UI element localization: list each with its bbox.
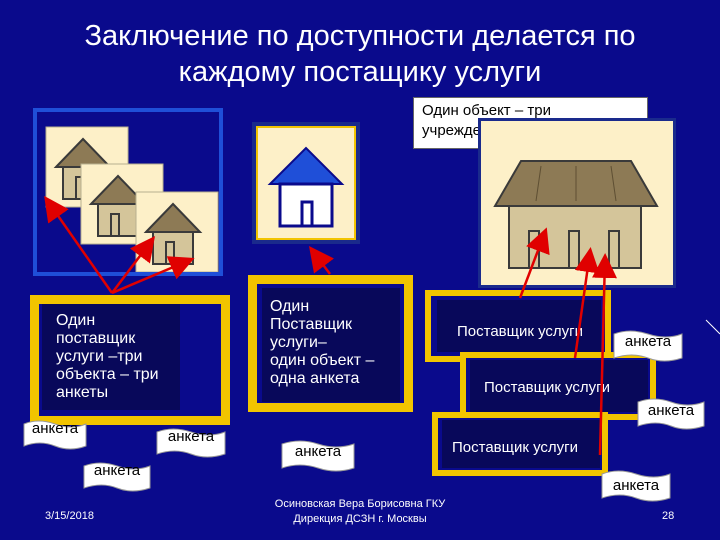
middle-provider-textbox: Один Поставщик услуги– один объект – одн… [262, 288, 400, 402]
provider-box-2: Поставщик услуги [470, 360, 648, 412]
footer-author: Осиновская Вера Борисовна ГКУ Дирекция Д… [240, 497, 480, 527]
single-house-picture [252, 122, 360, 244]
form-label-2: анкета [167, 428, 215, 445]
middle-text-line-2: Поставщик [270, 316, 353, 333]
provider-label-2: Поставщик услуги [484, 379, 611, 396]
left-text-line-2: поставщик [56, 330, 136, 347]
form-flag-3: анкета [82, 462, 152, 496]
provider-box-3: Поставщик услуги [442, 420, 600, 468]
left-text-line-4: объекта – три [56, 366, 159, 383]
middle-text-line-1: Один [270, 298, 310, 315]
form-label-7: анкета [612, 477, 660, 494]
title-line-1: Заключение по доступности делается по [84, 20, 636, 52]
form-label-3: анкета [93, 462, 141, 479]
slide-title: Заключение по доступности делается по ка… [0, 18, 720, 90]
footer-page-number: 28 [662, 510, 675, 522]
form-flag-2: анкета [155, 428, 227, 462]
arrow-provider-3 [591, 253, 617, 456]
form-flag-6: анкета [636, 398, 706, 434]
three-houses-icon [45, 126, 219, 273]
middle-text-line-5: одна анкета [270, 370, 360, 387]
form-flag-7: анкета [600, 470, 672, 506]
footer-author-line-1: Осиновская Вера Борисовна ГКУ [274, 498, 446, 510]
provider-box-1: Поставщик услуги [437, 300, 601, 352]
arrow-provider-1 [518, 227, 550, 299]
form-flag-5: анкета [612, 330, 684, 366]
footer-date: 3/15/2018 [45, 510, 94, 522]
title-line-2: каждому постащику услуги [178, 56, 542, 88]
provider-label-3: Поставщик услуги [452, 439, 579, 456]
arrow-provider-2 [573, 247, 600, 359]
form-label-5: анкета [624, 333, 672, 350]
arrow-to-house-3 [111, 256, 195, 295]
middle-text-line-4: один объект – [270, 352, 375, 369]
left-text-line-5: анкеты [56, 384, 109, 401]
footer-author-line-2: Дирекция ДСЗН г. Москвы [293, 513, 427, 525]
arrow-to-house-2 [111, 236, 156, 294]
left-text-line-3: услуги –три [56, 348, 143, 365]
middle-text-line-3: услуги– [270, 334, 327, 351]
three-houses-picture [33, 108, 223, 276]
callout-line-1: Один объект – три [422, 102, 551, 119]
form-label-4: анкета [294, 443, 342, 460]
left-provider-textbox: Один поставщик услуги –три объекта – три… [42, 304, 180, 410]
form-flag-1: анкета [22, 420, 88, 454]
left-text-line-1: Один [56, 312, 96, 329]
form-label-1: анкета [31, 420, 79, 437]
arrow-to-single-house [309, 246, 334, 275]
provider-label-1: Поставщик услуги [457, 323, 584, 340]
form-flag-4: анкета [280, 440, 356, 476]
house-icon [254, 124, 358, 242]
form-label-6: анкета [647, 402, 695, 419]
arrow-to-house-1 [44, 195, 114, 294]
